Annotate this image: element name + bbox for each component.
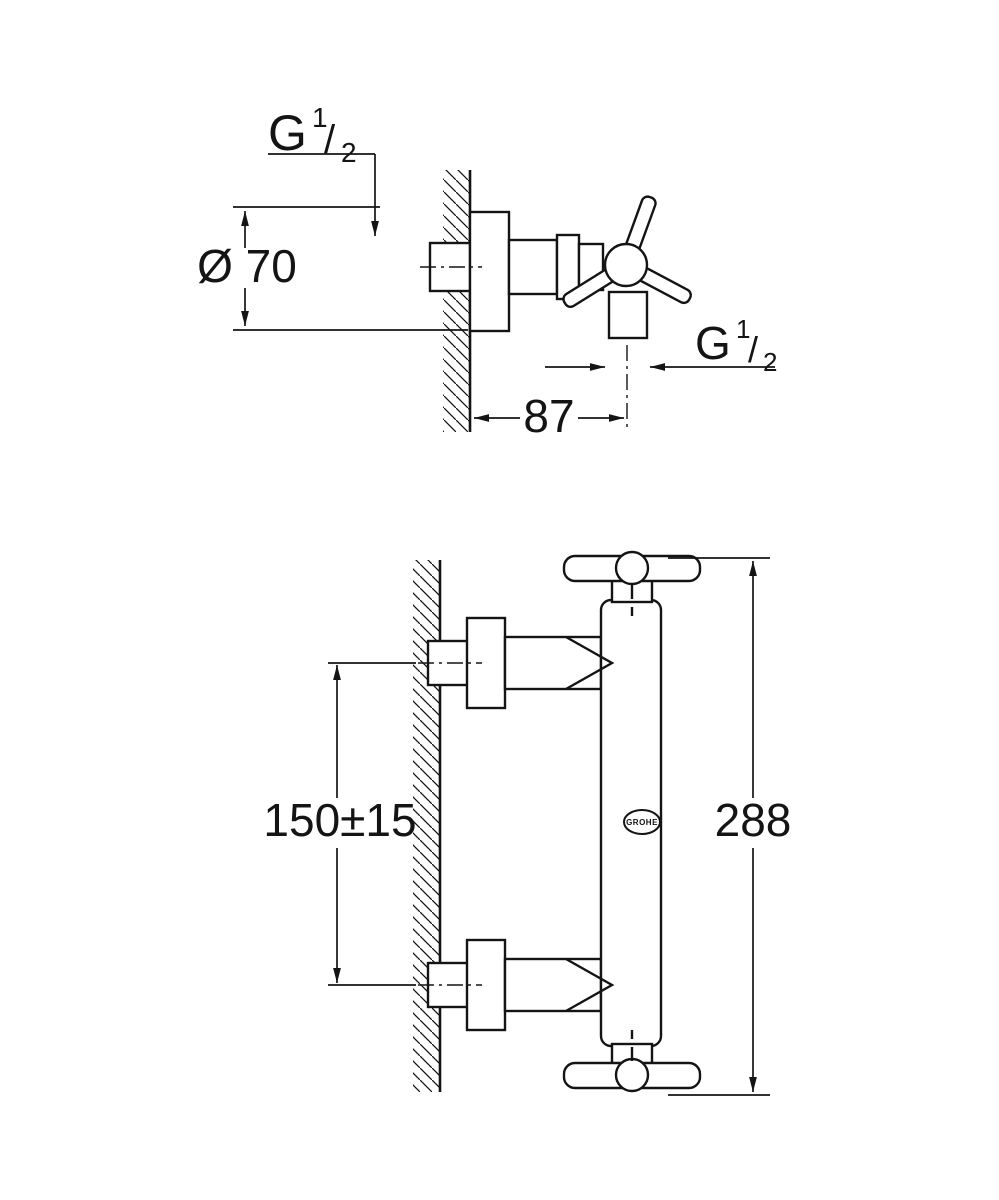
- handle-hub: [614, 1057, 650, 1093]
- escutcheon-bottom: [465, 938, 507, 1032]
- top-view: G 1 / 2 Ø 70 87 G: [197, 102, 777, 442]
- inlet-chevron-bottom: [565, 957, 615, 1013]
- thread-size-text: G 1 / 2: [695, 314, 777, 377]
- front-view: GROHE 150±15 288: [263, 550, 792, 1096]
- grohe-logo: GROHE: [623, 809, 661, 835]
- inlet-chevron-top: [565, 635, 615, 691]
- wall-hatch: [443, 170, 470, 432]
- escutcheon: [468, 210, 511, 333]
- cross-handle: [562, 195, 692, 309]
- thread-label-g12-top: G 1 / 2: [268, 102, 379, 236]
- thread-size-text: G 1 / 2: [268, 102, 357, 168]
- outlet-pipe: [607, 290, 649, 340]
- logo-text: GROHE: [626, 818, 658, 827]
- thread-label-g12-side: G 1 / 2: [545, 314, 777, 377]
- logo-oval: [623, 809, 661, 835]
- escutcheon-top: [465, 616, 507, 710]
- height-value: 288: [715, 794, 792, 846]
- diameter-value: Ø 70: [197, 240, 297, 292]
- dim-height-288: 288: [668, 557, 792, 1096]
- top-handle: [562, 550, 702, 616]
- dim-width-87: 87: [474, 390, 624, 442]
- bottom-handle: [562, 1030, 702, 1093]
- handle-hub: [603, 242, 649, 288]
- wall-hatch: [413, 560, 440, 1092]
- dim-diameter-70: Ø 70: [197, 206, 468, 331]
- dim-spacing-150: 150±15: [263, 662, 417, 986]
- inlet-pipe-top: [503, 635, 603, 691]
- width-value: 87: [523, 390, 574, 442]
- inlet-pipe: [507, 238, 559, 296]
- inlet-pipe-bottom: [503, 957, 603, 1013]
- handle-hub: [614, 550, 650, 586]
- spacing-value: 150±15: [263, 794, 416, 846]
